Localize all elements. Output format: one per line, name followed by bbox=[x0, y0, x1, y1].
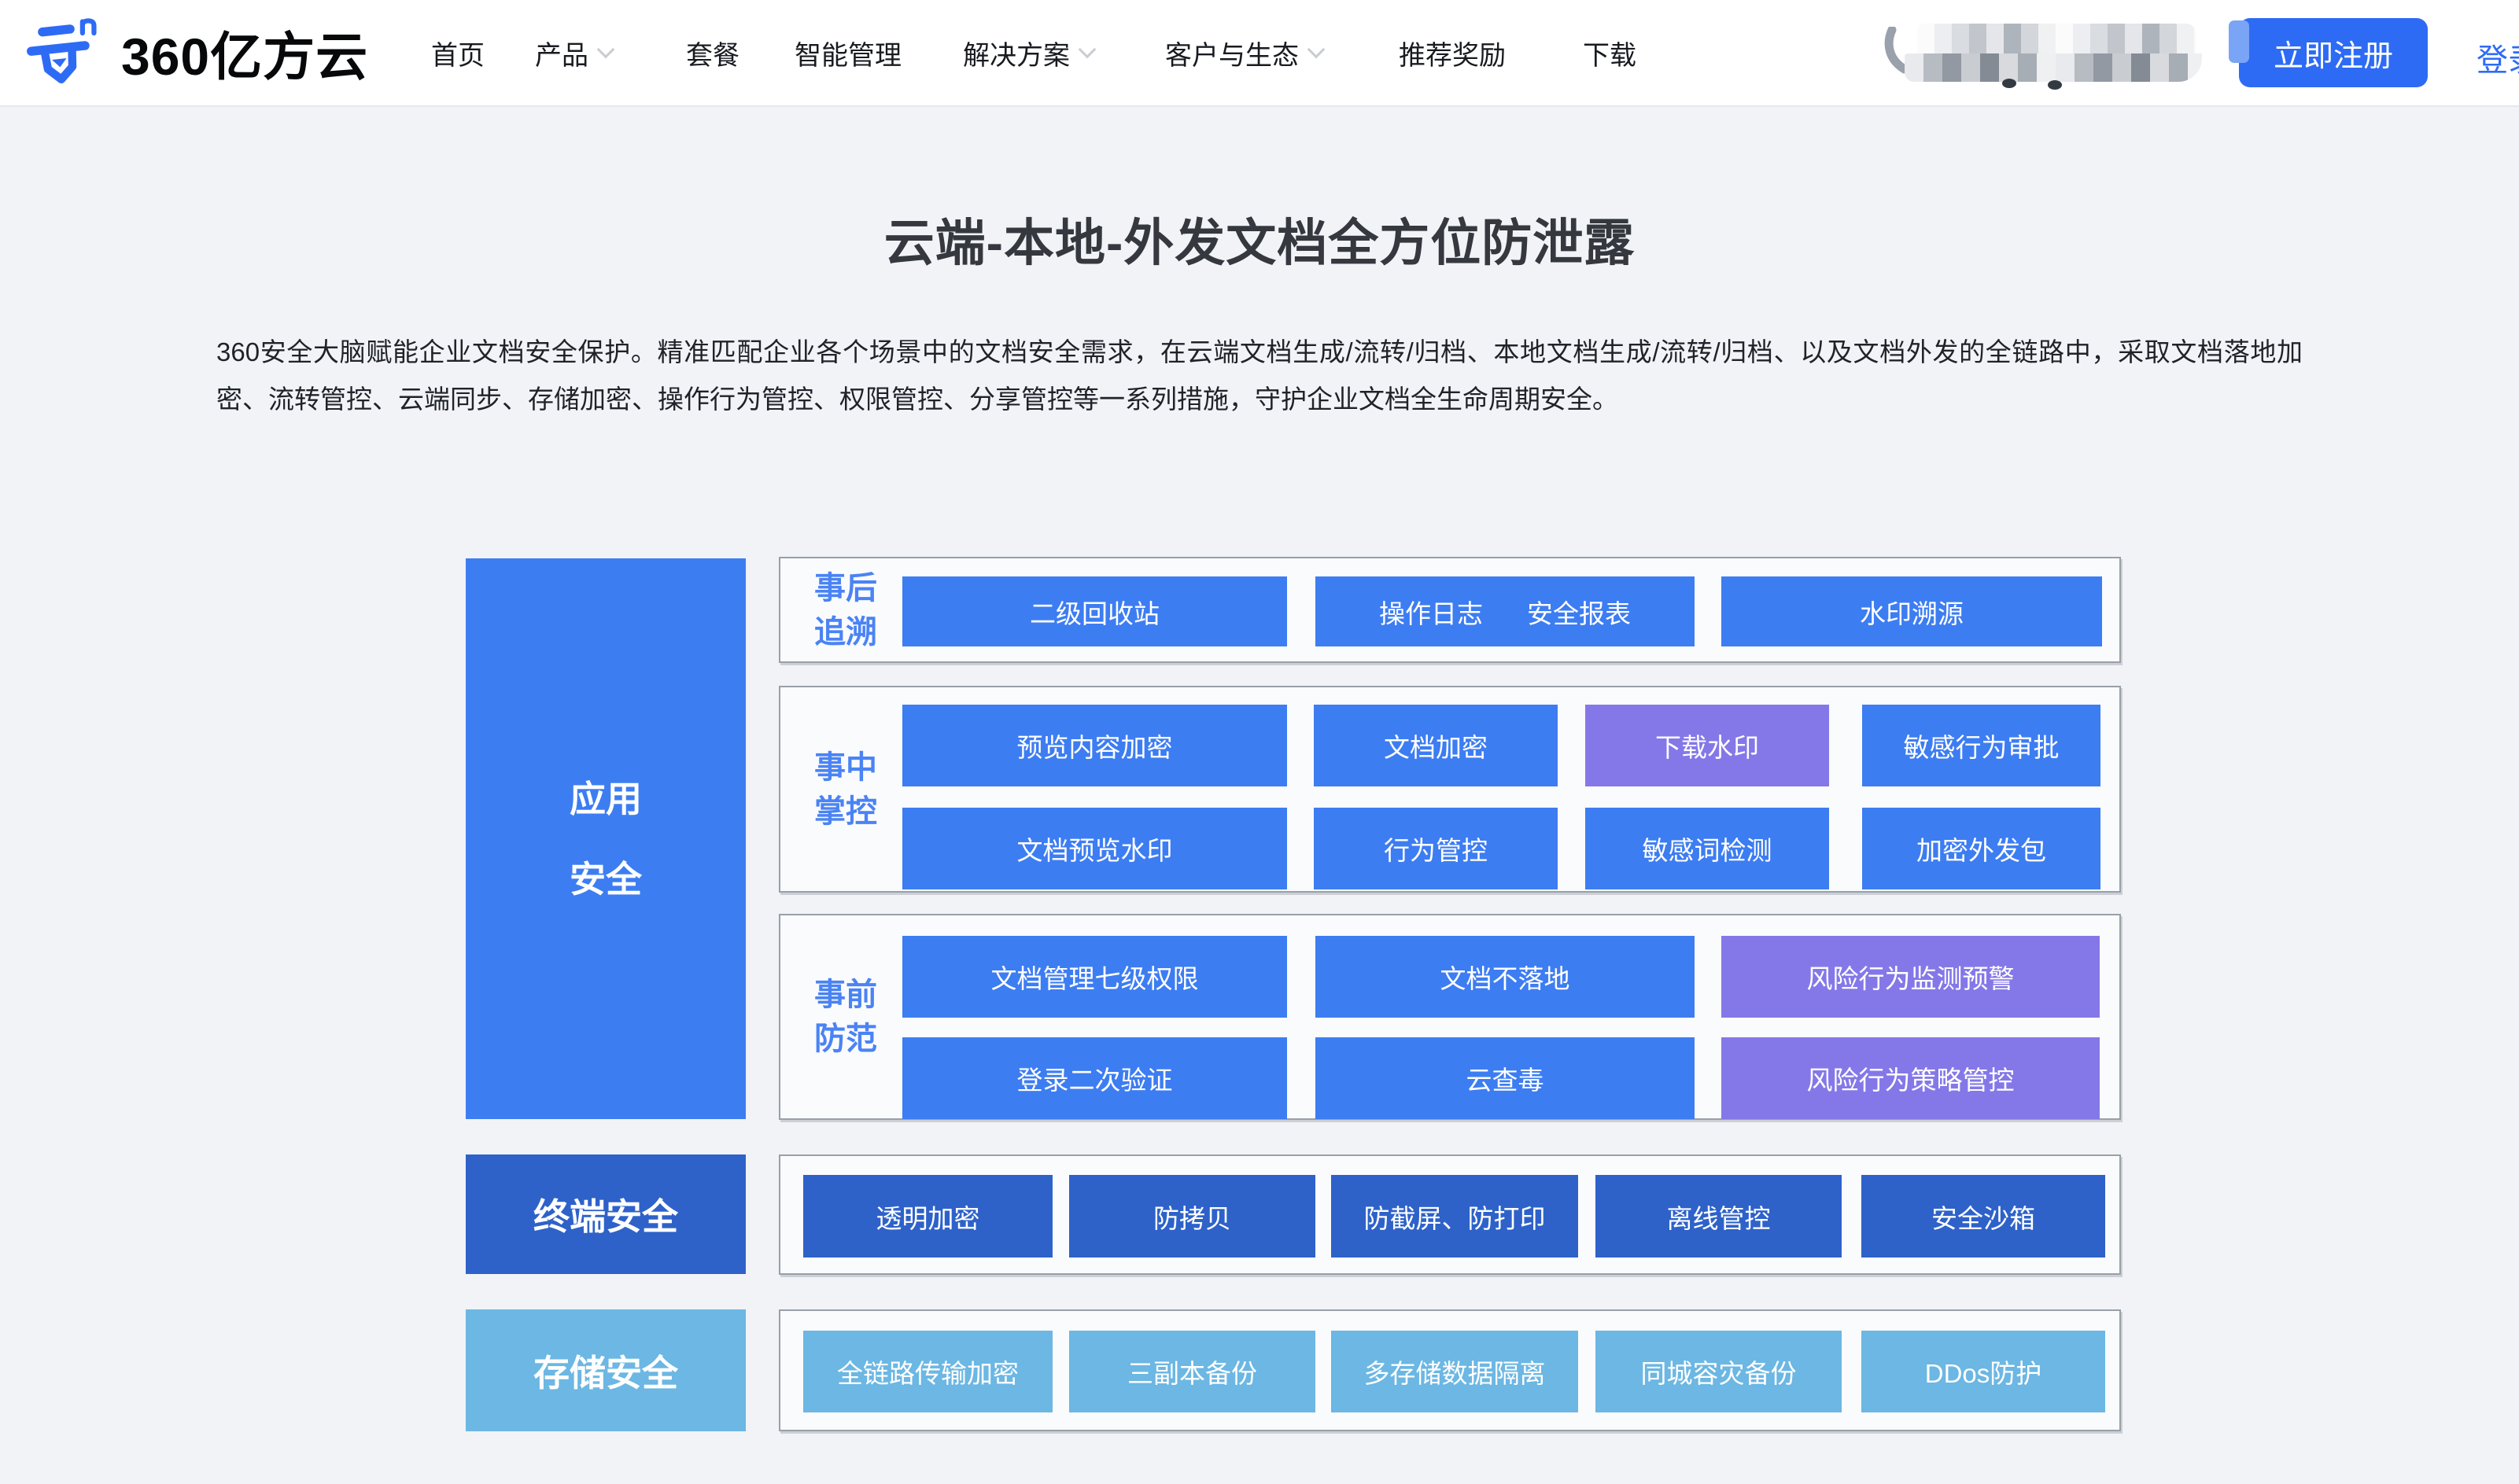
feature-block: 云查毒 bbox=[1315, 1037, 1695, 1119]
group-terminal-security: 透明加密 防拷贝 防截屏、防打印 离线管控 安全沙箱 bbox=[779, 1154, 2121, 1275]
mosaic-row bbox=[1905, 53, 2202, 82]
feature-block: 预览内容加密 bbox=[902, 705, 1287, 786]
nav-item-products[interactable]: 产品 bbox=[535, 0, 615, 105]
blurred-phone-number bbox=[1884, 19, 2202, 91]
feature-block: 敏感行为审批 bbox=[1862, 705, 2100, 786]
nav-item-solutions[interactable]: 解决方案 bbox=[963, 0, 1097, 105]
mosaic-dot bbox=[2048, 80, 2062, 90]
category-storage-security: 存储安全 bbox=[466, 1309, 746, 1431]
feature-block: 文档管理七级权限 bbox=[902, 936, 1287, 1018]
feature-block: 三副本备份 bbox=[1069, 1331, 1315, 1412]
feature-block: 操作日志 安全报表 bbox=[1315, 576, 1695, 646]
feature-block: 文档预览水印 bbox=[902, 808, 1287, 889]
feature-block: 全链路传输加密 bbox=[803, 1331, 1053, 1412]
page-title: 云端-本地-外发文档全方位防泄露 bbox=[883, 215, 1636, 271]
feature-block: 敏感词检测 bbox=[1585, 808, 1829, 889]
feature-block: 下载水印 bbox=[1585, 705, 1829, 786]
feature-block: 文档不落地 bbox=[1315, 936, 1695, 1018]
group-side-label: 事后 追溯 bbox=[814, 570, 877, 650]
nav-item-referral-rewards[interactable]: 推荐奖励 bbox=[1399, 40, 1506, 71]
nav-item-plans[interactable]: 套餐 bbox=[686, 40, 739, 71]
feature-block: 离线管控 bbox=[1595, 1175, 1842, 1258]
security-diagram: 应用 安全 终端安全 存储安全 事后 追溯 二级回收站 操作日志 安全报表 水印… bbox=[466, 557, 2123, 1434]
feature-block: 风险行为监测预警 bbox=[1721, 936, 2100, 1018]
group-pre-event-prevention: 事前 防范 文档管理七级权限 文档不落地 风险行为监测预警 登录二次验证 云查毒… bbox=[779, 914, 2121, 1120]
category-application-security: 应用 安全 bbox=[466, 558, 746, 1119]
top-navbar: 360亿方云 首页 产品 套餐 智能管理 解决方案 客户与生态 推荐奖励 下载 … bbox=[0, 0, 2519, 107]
feature-block: 文档加密 bbox=[1314, 705, 1558, 786]
mosaic-dot bbox=[2002, 79, 2016, 88]
logo-icon bbox=[27, 18, 97, 84]
chevron-down-icon bbox=[1078, 40, 1097, 59]
feature-block: 同城容灾备份 bbox=[1595, 1331, 1842, 1412]
feature-block: 透明加密 bbox=[803, 1175, 1053, 1258]
feature-block: 加密外发包 bbox=[1862, 808, 2100, 889]
chevron-down-icon bbox=[596, 40, 615, 59]
feature-block: 行为管控 bbox=[1314, 808, 1558, 889]
feature-block: DDos防护 bbox=[1861, 1331, 2105, 1412]
mosaic-row bbox=[1917, 24, 2196, 53]
register-button[interactable]: 立即注册 bbox=[2239, 18, 2428, 87]
feature-block: 安全沙箱 bbox=[1861, 1175, 2105, 1258]
logo[interactable]: 360亿方云 bbox=[24, 0, 368, 105]
group-post-event-tracing: 事后 追溯 二级回收站 操作日志 安全报表 水印溯源 bbox=[779, 557, 2121, 663]
feature-block: 水印溯源 bbox=[1721, 576, 2102, 646]
login-link[interactable]: 登录 bbox=[2477, 43, 2519, 78]
group-side-label: 事前 防范 bbox=[814, 978, 877, 1056]
feature-block: 防截屏、防打印 bbox=[1331, 1175, 1578, 1258]
group-storage-security: 全链路传输加密 三副本备份 多存储数据隔离 同城容灾备份 DDos防护 bbox=[779, 1309, 2121, 1431]
group-side-label: 事中 掌控 bbox=[814, 749, 877, 829]
mosaic-artifact bbox=[2229, 20, 2249, 63]
nav-item-download[interactable]: 下载 bbox=[1583, 40, 1636, 71]
nav-item-home[interactable]: 首页 bbox=[431, 40, 485, 71]
nav-item-customers-ecosystem[interactable]: 客户与生态 bbox=[1165, 0, 1326, 105]
feature-block: 多存储数据隔离 bbox=[1331, 1331, 1578, 1412]
group-in-event-control: 事中 掌控 预览内容加密 文档加密 下载水印 敏感行为审批 文档预览水印 行为管… bbox=[779, 686, 2121, 893]
category-terminal-security: 终端安全 bbox=[466, 1154, 746, 1274]
feature-block: 防拷贝 bbox=[1069, 1175, 1315, 1258]
phone-icon bbox=[1884, 27, 1909, 74]
page-description: 360安全大脑赋能企业文档安全保护。精准匹配企业各个场景中的文档安全需求，在云端… bbox=[216, 337, 2303, 414]
feature-block: 登录二次验证 bbox=[902, 1037, 1287, 1119]
feature-block: 风险行为策略管控 bbox=[1721, 1037, 2100, 1119]
logo-text: 360亿方云 bbox=[121, 28, 369, 86]
nav-item-smart-management[interactable]: 智能管理 bbox=[795, 40, 902, 71]
chevron-down-icon bbox=[1307, 40, 1326, 59]
feature-block: 二级回收站 bbox=[902, 576, 1287, 646]
